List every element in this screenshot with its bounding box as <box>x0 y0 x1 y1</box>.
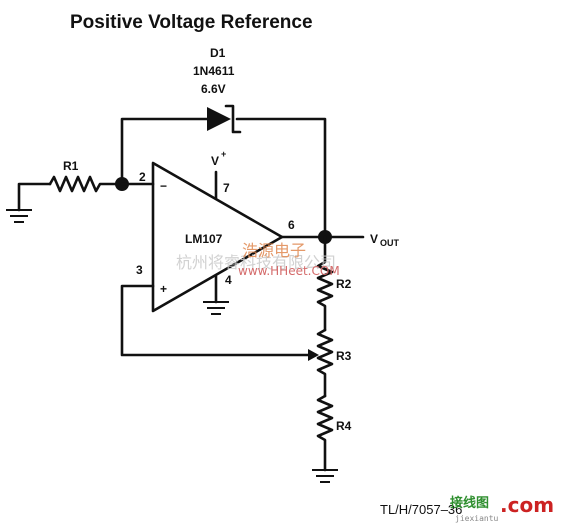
noninverting-feedback-wire <box>120 284 310 357</box>
watermark-logo-sub: jiexiantu <box>455 514 499 523</box>
diode-part-label: 1N4611 <box>193 64 235 78</box>
resistor-r2 <box>316 235 334 332</box>
inverting-sign: − <box>160 179 167 193</box>
diode-ref-label: D1 <box>210 46 226 60</box>
vout-subscript: OUT <box>380 238 400 248</box>
pin-3-label: 3 <box>136 263 143 277</box>
ground-symbol-left <box>6 182 52 223</box>
zener-diode-symbol <box>207 104 242 134</box>
r3-label: R3 <box>336 349 352 363</box>
feedback-wire <box>120 117 327 239</box>
resistor-r4 <box>316 394 334 472</box>
pin-6-label: 6 <box>288 218 295 232</box>
diode-voltage-label: 6.6V <box>201 82 226 96</box>
pin-4-label: 4 <box>225 273 232 287</box>
r4-label: R4 <box>336 419 352 433</box>
ground-symbol-bottom <box>312 469 338 483</box>
opamp-part-label: LM107 <box>185 232 223 246</box>
resistor-r1 <box>48 175 124 193</box>
ground-symbol-opamp <box>203 274 229 315</box>
watermark-brand: 浩源电子 <box>242 241 306 260</box>
diagram-title: Positive Voltage Reference <box>70 12 313 33</box>
pin-2-label: 2 <box>139 170 146 184</box>
noninverting-sign: + <box>160 282 167 296</box>
watermark-url: www.HHeet.COM <box>238 264 340 278</box>
r2-label: R2 <box>336 277 352 291</box>
watermark-logo-cn: 接线图 <box>450 495 489 511</box>
vplus-label: V <box>211 154 219 168</box>
watermark-company: 杭州将睿科技有限公司 <box>176 253 336 272</box>
figure-reference: TL/H/7057–36 <box>380 502 462 517</box>
r3-wiper-arrow <box>308 349 319 361</box>
r1-label: R1 <box>63 159 79 173</box>
resistor-r3 <box>316 328 334 398</box>
pin-7-label: 7 <box>223 181 230 195</box>
watermark-logo-com: .com <box>500 493 554 517</box>
vout-label: V <box>370 232 378 246</box>
vplus-superscript: + <box>221 149 226 159</box>
opamp-symbol <box>151 161 284 313</box>
